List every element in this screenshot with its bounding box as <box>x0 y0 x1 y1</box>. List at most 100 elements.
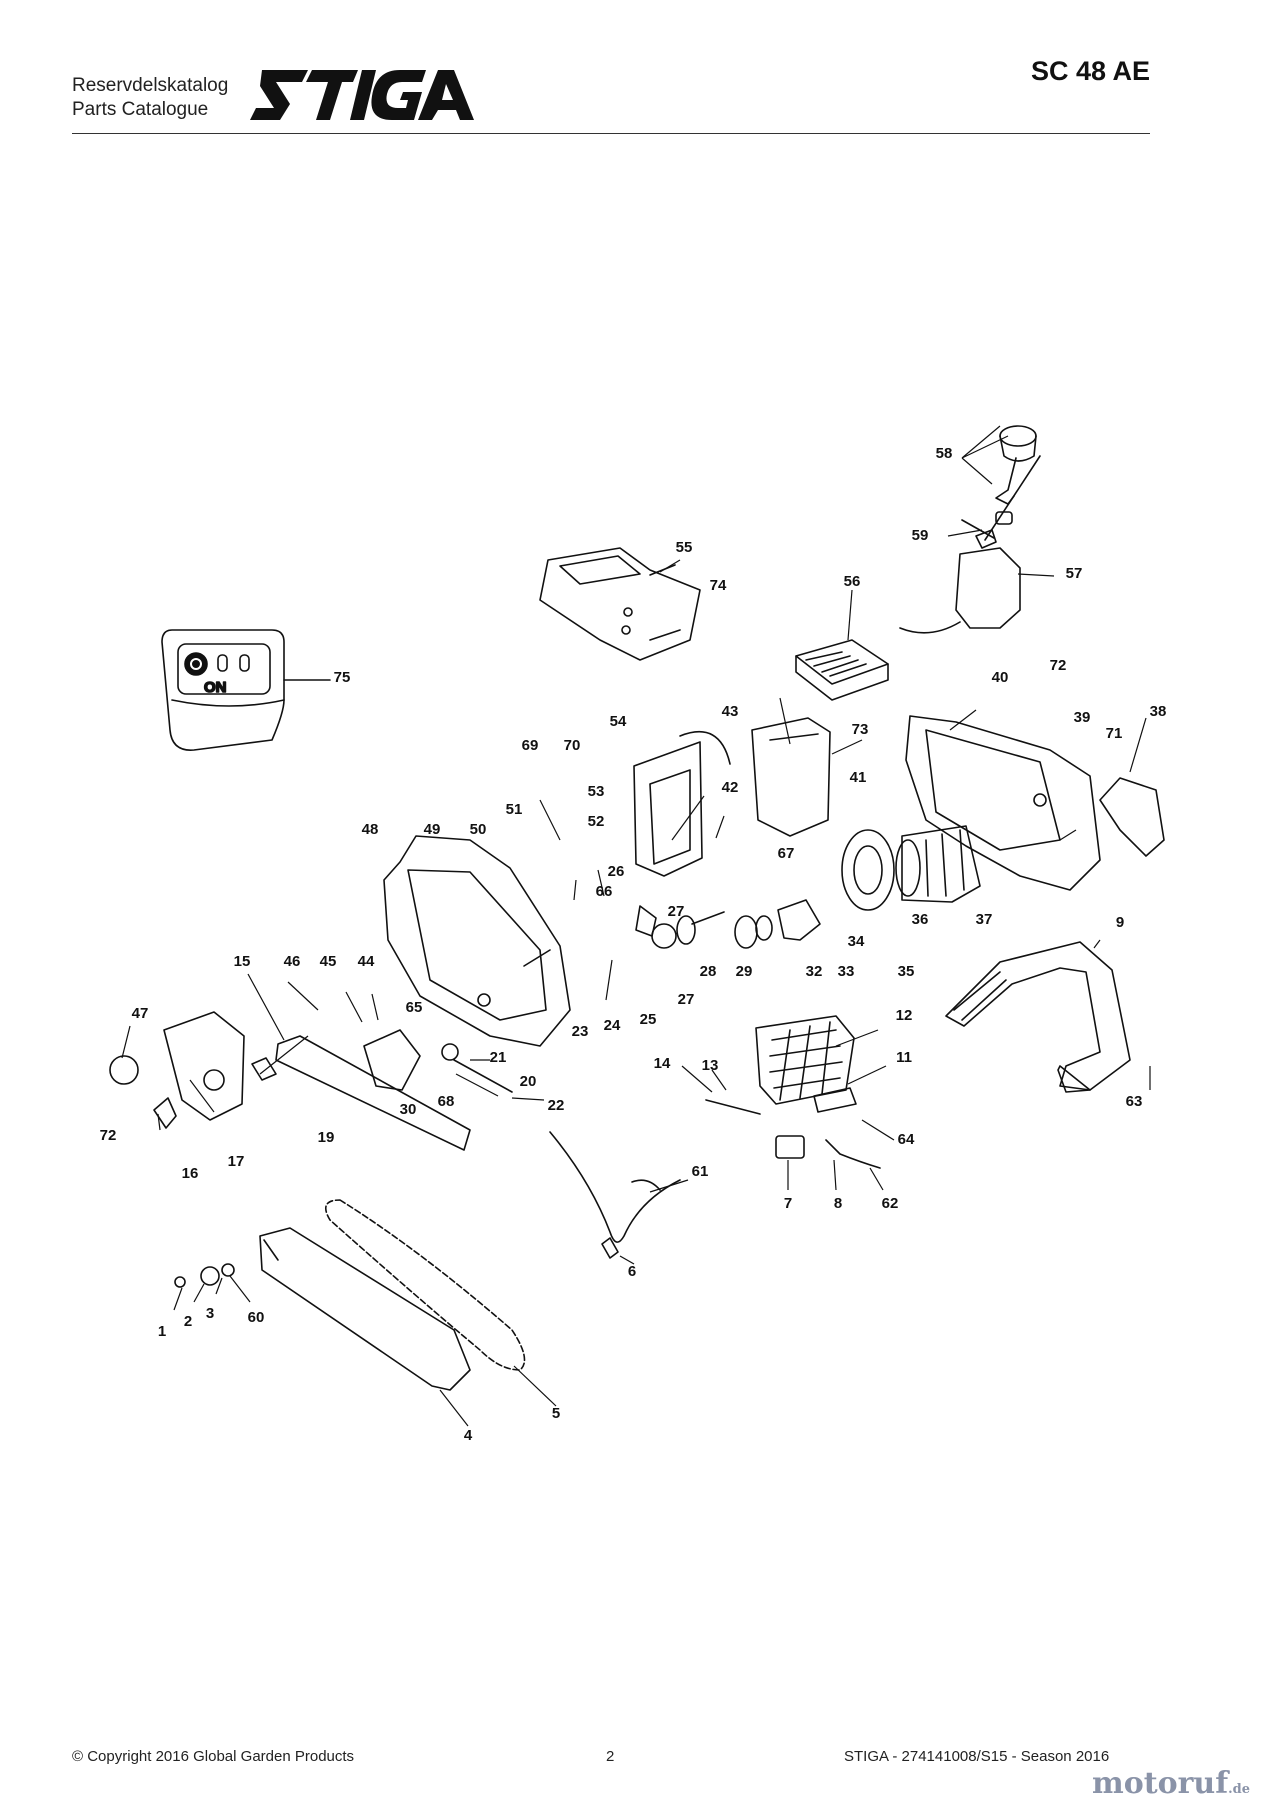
part-label-35: 35 <box>898 963 915 980</box>
rear-housing-part <box>905 715 1165 891</box>
part-label-70: 70 <box>564 737 581 754</box>
page-number: 2 <box>606 1748 615 1765</box>
model-name: SC 48 AE <box>1030 56 1150 86</box>
main-body-part <box>363 835 571 1093</box>
sprocket-parts <box>174 1263 235 1288</box>
part-label-6: 6 <box>628 1263 636 1280</box>
part-label-12: 12 <box>896 1007 913 1024</box>
part-label-28: 28 <box>700 963 717 980</box>
part-label-49: 49 <box>424 821 441 838</box>
part-label-50: 50 <box>470 821 487 838</box>
catalog-title-line2: Parts Catalogue <box>72 99 209 120</box>
part-label-44: 44 <box>358 953 375 970</box>
part-label-47: 47 <box>132 1005 149 1022</box>
part-label-21: 21 <box>490 1049 507 1066</box>
part-label-72: 72 <box>1050 657 1067 674</box>
header-divider <box>72 133 1150 134</box>
part-label-45: 45 <box>320 953 337 970</box>
housing-parts <box>633 717 831 877</box>
part-label-9: 9 <box>1116 914 1124 931</box>
part-label-43: 43 <box>722 703 739 720</box>
part-label-68: 68 <box>438 1093 455 1110</box>
part-label-65: 65 <box>406 999 423 1016</box>
part-label-58: 58 <box>936 445 953 462</box>
part-label-56: 56 <box>844 573 861 590</box>
part-label-17: 17 <box>228 1153 245 1170</box>
part-label-55: 55 <box>676 539 693 556</box>
part-label-5: 5 <box>552 1405 560 1422</box>
watermark-name: motoruf <box>1091 1766 1229 1801</box>
part-label-16: 16 <box>182 1165 199 1182</box>
part-label-51: 51 <box>506 801 523 818</box>
part-label-61: 61 <box>692 1163 709 1180</box>
part-label-27: 27 <box>668 903 685 920</box>
part-label-13: 13 <box>702 1057 719 1074</box>
catalog-title: Reservdelskatalog Parts Catalogue <box>72 74 228 122</box>
oil-tank-part <box>899 425 1041 634</box>
part-label-72: 72 <box>100 1127 117 1144</box>
front-handle-part <box>945 941 1131 1093</box>
watermark-suffix: .de <box>1228 1782 1250 1797</box>
part-label-59: 59 <box>912 527 929 544</box>
part-label-41: 41 <box>850 769 867 786</box>
part-label-14: 14 <box>654 1055 671 1072</box>
part-label-54: 54 <box>610 713 627 730</box>
part-label-48: 48 <box>362 821 379 838</box>
part-label-19: 19 <box>318 1129 335 1146</box>
part-label-40: 40 <box>992 669 1009 686</box>
part-label-33: 33 <box>838 963 855 980</box>
part-label-38: 38 <box>1150 703 1167 720</box>
filter-part <box>795 639 889 701</box>
part-label-26: 26 <box>608 863 625 880</box>
panel-on-text: ON <box>204 679 227 696</box>
document-reference: STIGA - 274141008/S15 - Season 2016 <box>844 1748 1110 1765</box>
part-label-37: 37 <box>976 911 993 928</box>
part-label-29: 29 <box>736 963 753 980</box>
part-label-46: 46 <box>284 953 301 970</box>
part-label-3: 3 <box>206 1305 214 1322</box>
part-label-25: 25 <box>640 1011 657 1028</box>
part-label-62: 62 <box>882 1195 899 1212</box>
part-label-63: 63 <box>1126 1093 1143 1110</box>
part-label-64: 64 <box>898 1131 915 1148</box>
part-label-73: 73 <box>852 721 869 738</box>
part-label-22: 22 <box>548 1097 565 1114</box>
guide-bar-lower-part <box>259 1199 526 1391</box>
part-label-67: 67 <box>778 845 795 862</box>
top-cover-part <box>539 547 701 661</box>
part-label-11: 11 <box>896 1049 912 1066</box>
control-panel-part <box>161 629 331 751</box>
guide-bar-upper-part <box>109 1011 471 1151</box>
part-label-75: 75 <box>334 669 351 686</box>
part-label-30: 30 <box>400 1101 417 1118</box>
gear-train-parts <box>635 899 821 949</box>
part-label-71: 71 <box>1106 725 1123 742</box>
part-label-74: 74 <box>710 577 727 594</box>
part-label-2: 2 <box>184 1313 192 1330</box>
part-label-20: 20 <box>520 1073 537 1090</box>
part-label-39: 39 <box>1074 709 1091 726</box>
part-label-60: 60 <box>248 1309 265 1326</box>
watermark: motoruf.de <box>1092 1766 1250 1801</box>
part-label-1: 1 <box>158 1323 166 1340</box>
part-label-4: 4 <box>464 1427 473 1444</box>
part-label-32: 32 <box>806 963 823 980</box>
part-label-69: 69 <box>522 737 539 754</box>
cable-part <box>549 1131 681 1259</box>
part-label-24: 24 <box>604 1017 621 1034</box>
catalog-title-line1: Reservdelskatalog <box>72 75 229 96</box>
part-label-34: 34 <box>848 933 865 950</box>
part-label-8: 8 <box>834 1195 842 1212</box>
copyright-text: © Copyright 2016 Global Garden Products <box>72 1748 355 1765</box>
leader-lines <box>121 425 1151 1427</box>
part-label-53: 53 <box>588 783 605 800</box>
part-label-52: 52 <box>588 813 605 830</box>
part-label-23: 23 <box>572 1023 589 1040</box>
part-label-66: 66 <box>596 883 613 900</box>
part-label-36: 36 <box>912 911 929 928</box>
stiga-logo <box>250 70 474 120</box>
part-label-7: 7 <box>784 1195 792 1212</box>
part-label-27: 27 <box>678 991 695 1008</box>
